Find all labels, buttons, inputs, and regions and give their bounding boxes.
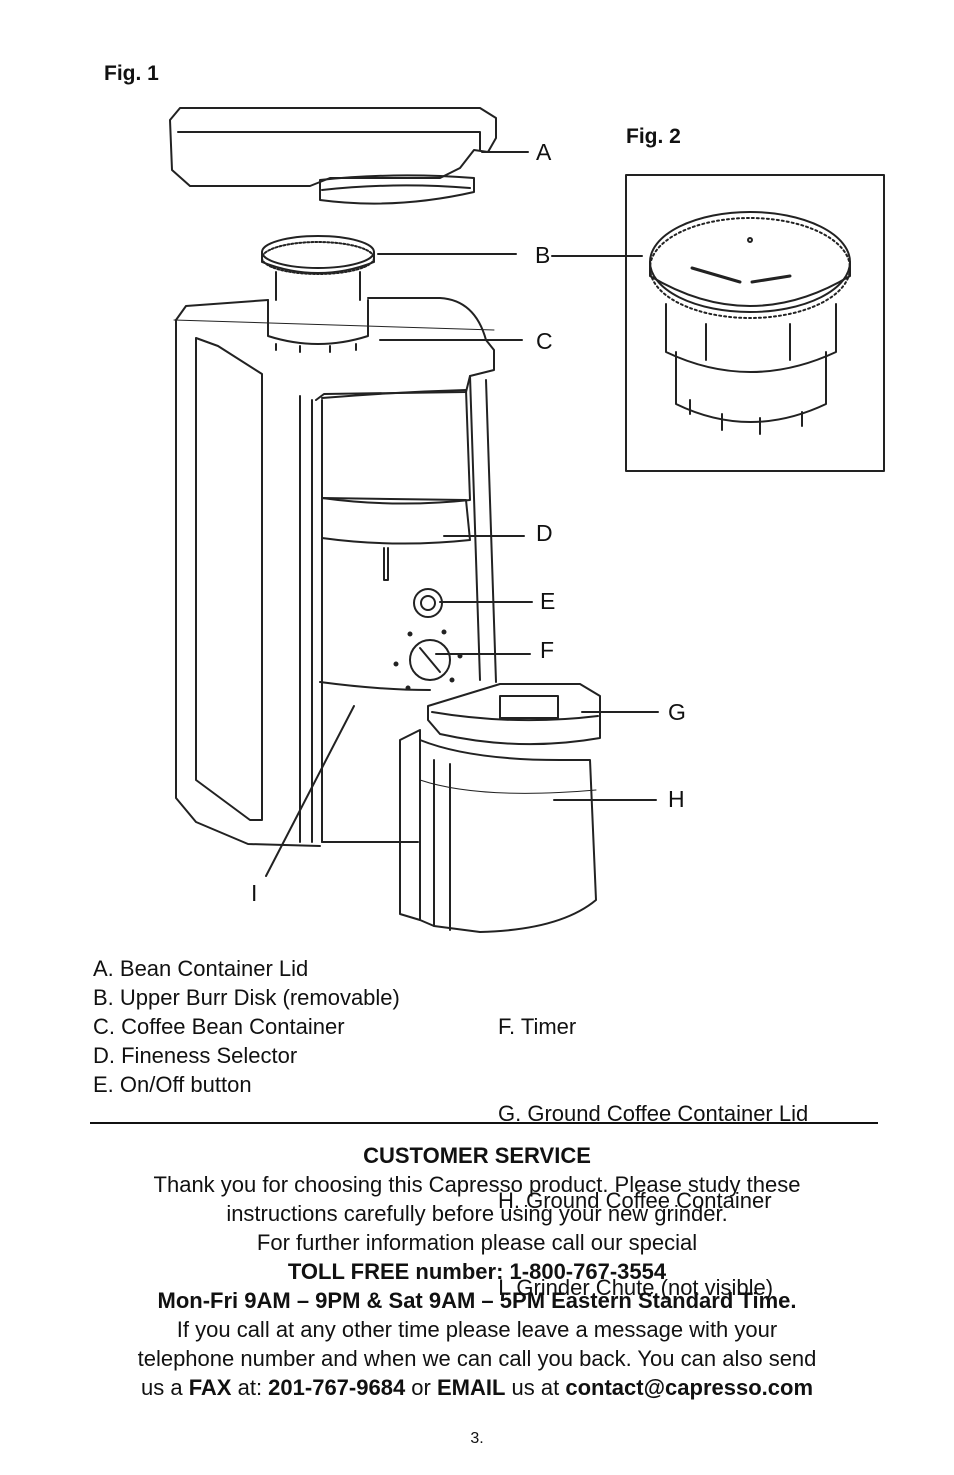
parts-legend-right: F. Timer G. Ground Coffee Container Lid … xyxy=(498,954,808,1331)
legend-item: D. Fineness Selector xyxy=(93,1043,298,1068)
section-divider xyxy=(90,1122,878,1124)
on-off-button-drawing xyxy=(413,588,443,618)
contact-line: us a FAX at: 201-767-9684 or EMAIL us at… xyxy=(40,1373,914,1402)
contact-text: us a xyxy=(140,1375,189,1400)
callout-b: B xyxy=(535,242,551,268)
parts-legend-left: A. Bean Container Lid B. Upper Burr Disk… xyxy=(93,954,400,1099)
service-text-line: If you call at any other time please lea… xyxy=(176,1317,778,1342)
callout-f: F xyxy=(540,637,555,663)
contact-text: at: xyxy=(231,1375,269,1400)
legend-item: E. On/Off button xyxy=(93,1072,252,1097)
contact-text: or xyxy=(405,1375,437,1400)
customer-service-section: CUSTOMER SERVICE Thank you for choosing … xyxy=(40,1141,914,1402)
toll-free-number: TOLL FREE number: 1-800-767-3554 xyxy=(287,1259,667,1284)
callout-g: G xyxy=(668,699,686,725)
ground-container-drawing xyxy=(399,729,597,933)
email-label: EMAIL xyxy=(436,1375,506,1400)
legend-item: B. Upper Burr Disk (removable) xyxy=(93,985,400,1010)
callout-c: C xyxy=(536,328,553,354)
bean-container-lid-drawing xyxy=(169,107,497,205)
customer-service-heading: CUSTOMER SERVICE xyxy=(363,1143,591,1168)
fig2-burr-drawing xyxy=(649,211,851,435)
legend-item: F. Timer xyxy=(498,1014,577,1039)
email-address: contact@capresso.com xyxy=(565,1375,814,1400)
legend-item: A. Bean Container Lid xyxy=(93,956,309,981)
service-text-line: Thank you for choosing this Capresso pro… xyxy=(153,1172,801,1197)
service-text-line: telephone number and when we can call yo… xyxy=(137,1346,817,1371)
callout-i: I xyxy=(251,880,258,906)
legend-item: I. Grinder Chute (not visible) xyxy=(498,1275,774,1300)
grinder-body-drawing xyxy=(173,297,497,847)
grinder-illustration xyxy=(169,107,885,933)
fig1-label: Fig. 1 xyxy=(104,62,159,85)
service-text-line: instructions carefully before using your… xyxy=(226,1201,728,1226)
fax-number: 201-767-9684 xyxy=(268,1375,406,1400)
service-hours: Mon-Fri 9AM – 9PM & Sat 9AM – 5PM Easter… xyxy=(157,1288,797,1313)
fig2-label: Fig. 2 xyxy=(626,125,681,148)
fig2-frame xyxy=(625,174,885,472)
leader-i xyxy=(265,705,355,877)
legend-item: H. Ground Coffee Container xyxy=(498,1188,772,1213)
service-text-line: For further information please call our … xyxy=(256,1230,698,1255)
leader-lines xyxy=(265,151,659,877)
fax-label: FAX xyxy=(188,1375,232,1400)
legend-item: C. Coffee Bean Container xyxy=(93,1014,345,1039)
callout-d: D xyxy=(536,520,553,546)
contact-text: us at xyxy=(505,1375,566,1400)
callout-e: E xyxy=(540,588,556,614)
legend-item: G. Ground Coffee Container Lid xyxy=(498,1101,809,1126)
timer-dial-drawing xyxy=(393,629,463,691)
callout-h: H xyxy=(668,786,685,812)
page-number: 3. xyxy=(470,1430,484,1447)
callout-a: A xyxy=(536,139,552,165)
upper-burr-disk-drawing xyxy=(261,235,375,353)
ground-container-lid-drawing xyxy=(427,683,601,746)
